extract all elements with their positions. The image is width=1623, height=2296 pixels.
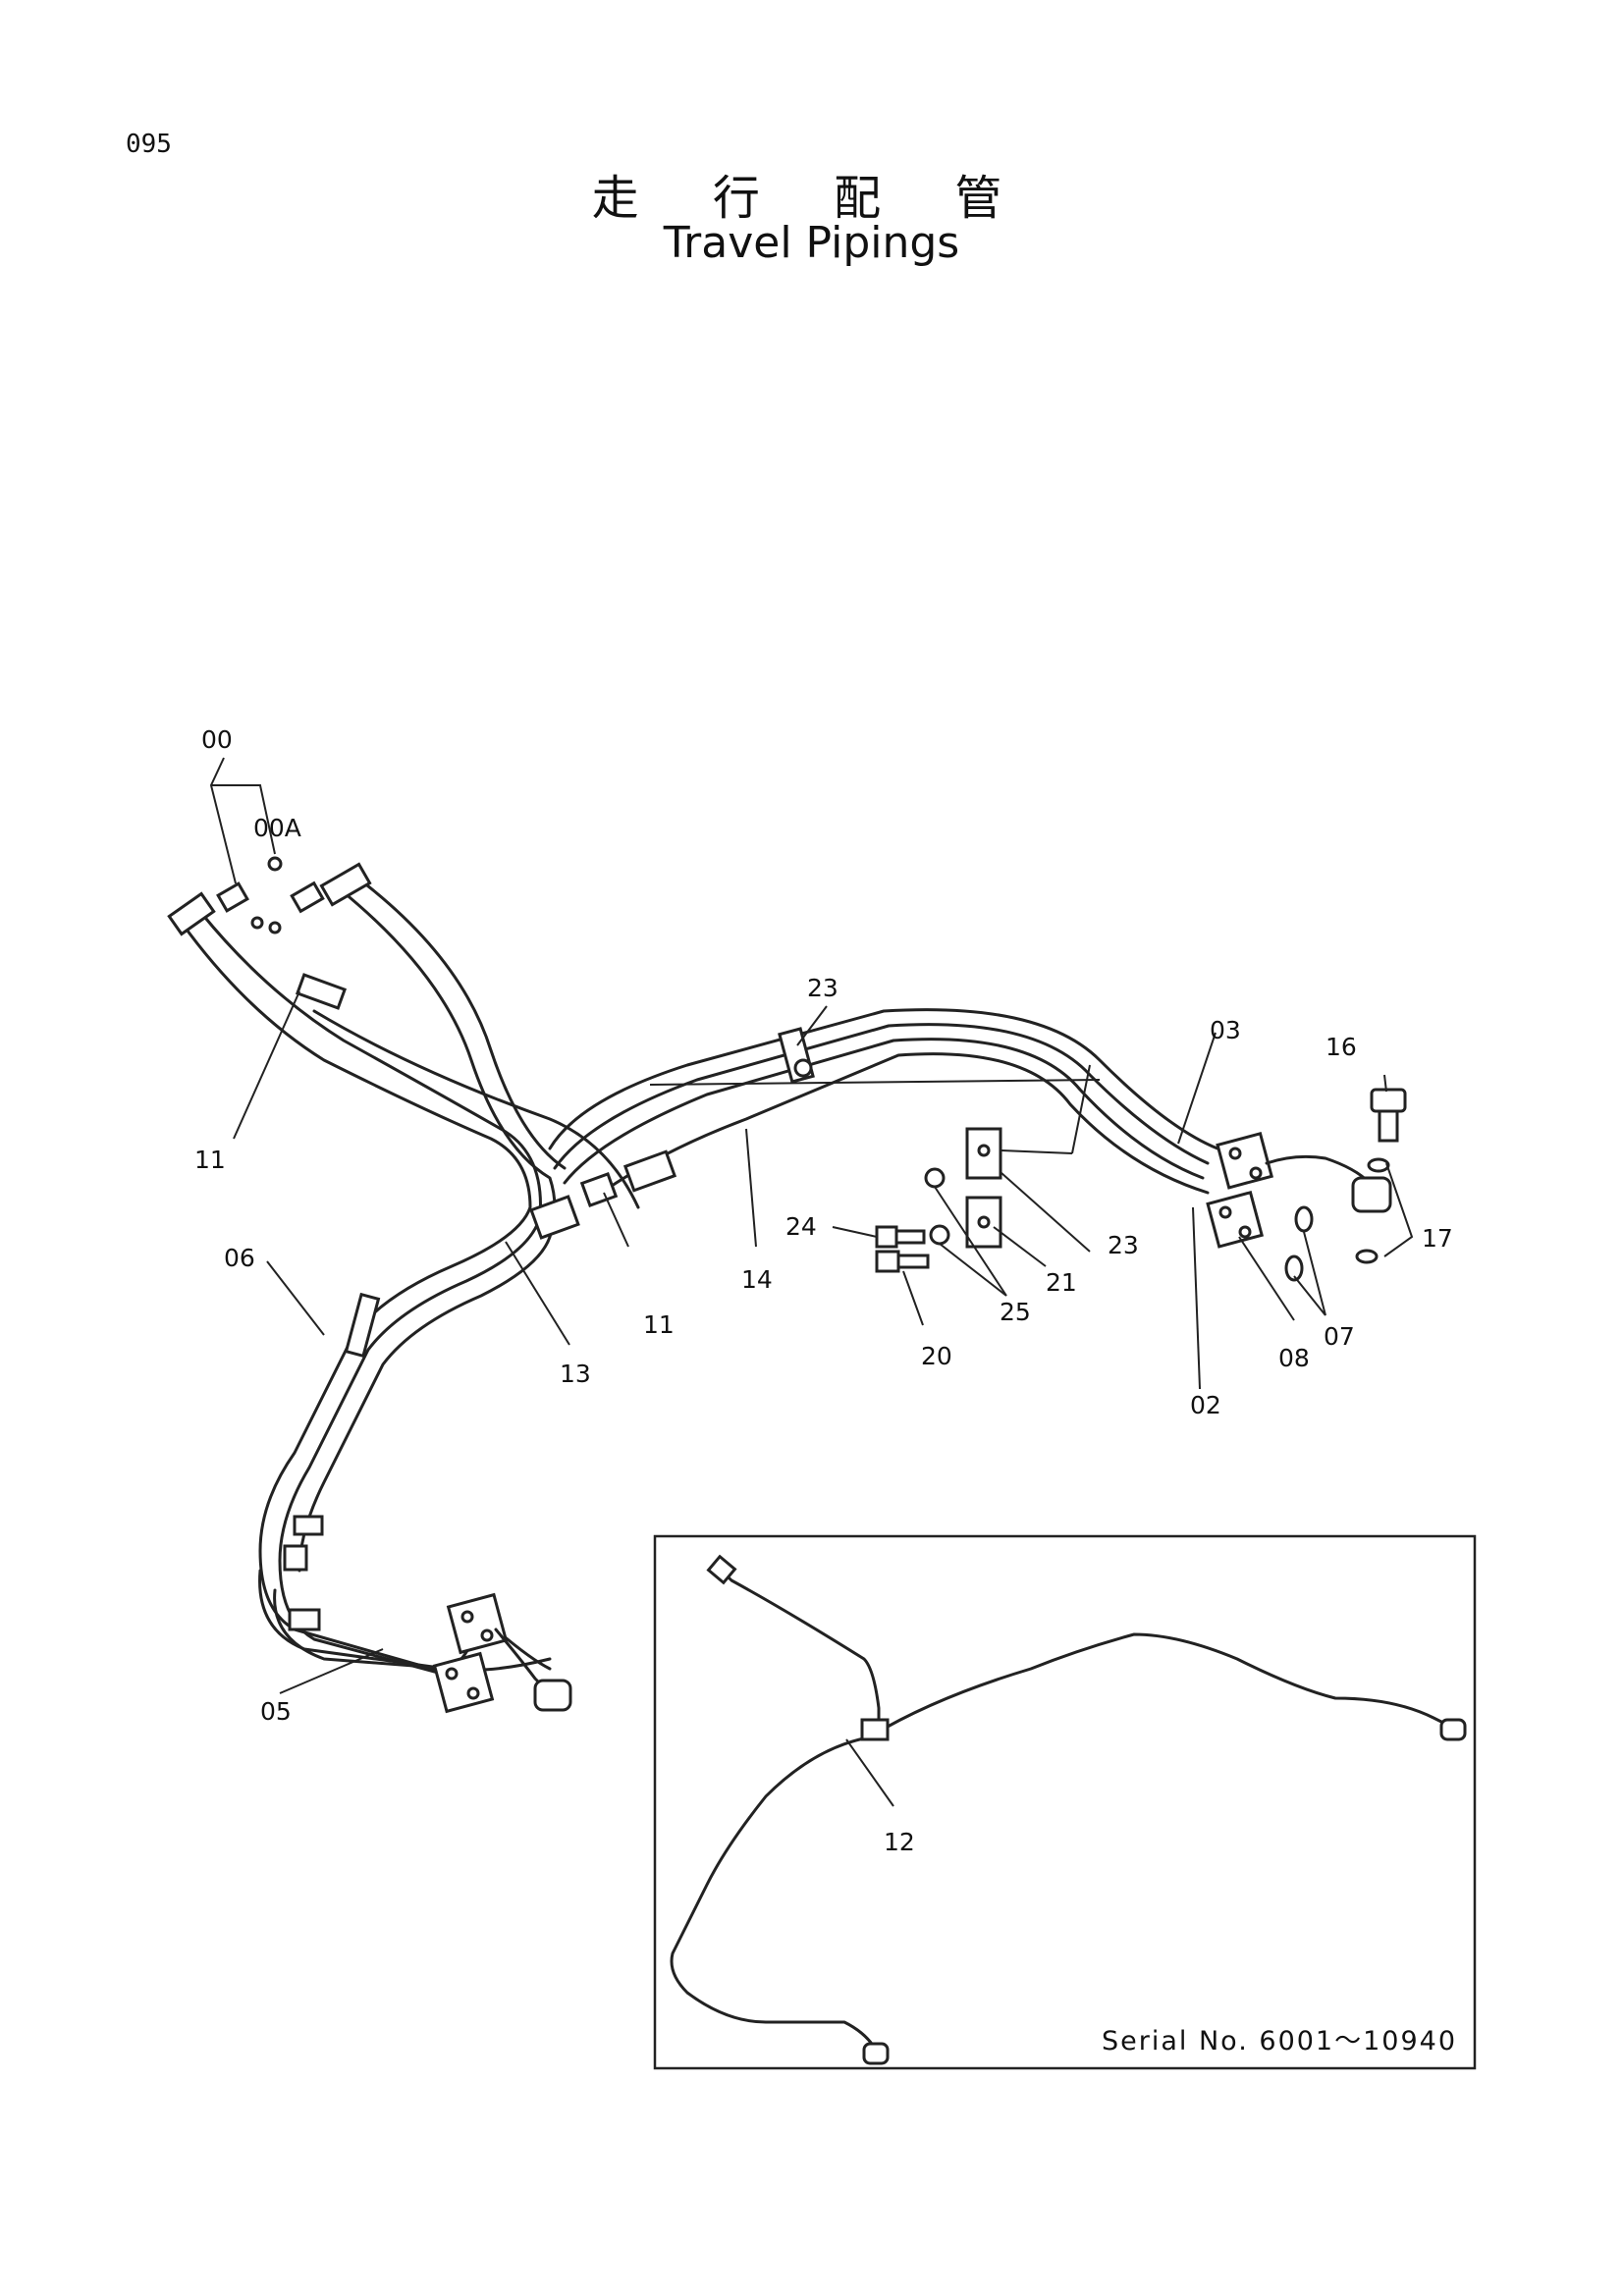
banjo-bolt-16-shank [1378,1109,1399,1143]
clamp-21-hole-bottom [977,1215,991,1229]
flange-upper-right [1216,1131,1274,1190]
bolt-20-head [875,1250,900,1273]
clamp-06 [344,1292,381,1359]
callout-03: 03 [1210,1016,1241,1044]
callout-05: 05 [260,1697,292,1726]
flange-bolt-2 [1249,1166,1263,1180]
callout-24: 24 [785,1212,817,1241]
nut-00-b [290,881,325,914]
flange-bottom-bolt-1 [460,1610,474,1624]
inset-pipe-long [670,1735,876,2049]
callout-00: 00 [201,725,233,754]
flange-bolt-1 [1228,1147,1242,1160]
flange-bolt-3 [1218,1205,1232,1219]
clamp-23-hole-top [977,1144,991,1157]
leader-lines [209,757,1414,1694]
oring-00a-3 [268,921,282,934]
page-number: 095 [126,130,172,159]
pipe-left-b [199,911,542,1563]
inset-pipe-branch [720,1569,881,1725]
callout-16: 16 [1325,1033,1357,1061]
callout-20: 20 [921,1342,952,1370]
fitting-11-lower-a [579,1172,619,1207]
bolt-24-shank [894,1229,926,1245]
flange-bottom-upper [446,1592,509,1655]
washer-25-a [924,1167,946,1189]
clamp-23-bolt [793,1058,813,1078]
callout-11-lower: 11 [643,1310,675,1339]
callout-21: 21 [1046,1268,1077,1297]
callout-00a: 00A [253,814,301,842]
flange-bottom-bolt-3 [445,1667,459,1681]
callout-17: 17 [1422,1224,1453,1253]
bolt-20-shank [896,1254,930,1269]
fitting-11-lower-b [622,1149,677,1193]
inset-end-bottom [862,2042,890,2065]
pipe-left-e [312,1009,640,1209]
banjo-fitting-right [1351,1176,1392,1213]
junction-block [529,1195,580,1240]
page-title-english: Travel Pipings [663,218,960,268]
inset-pipe-12: 12 Serial No. 6001〜10940 [653,1534,1477,2070]
pipe-left-d [356,877,567,1170]
callout-25: 25 [1000,1298,1031,1326]
pipe-upper-2 [553,1023,1210,1170]
pipe-bundle [180,877,1219,1676]
pipe-upper-3 [563,1038,1205,1185]
inset-junction [860,1718,890,1741]
inset-pipe-main [867,1632,1455,1739]
callout-23-upper: 23 [807,974,839,1002]
clamp-lower-3 [288,1608,321,1631]
callout-23-lower: 23 [1108,1231,1139,1259]
flange-lower-right [1206,1190,1265,1249]
clamp-lower-1 [293,1515,324,1536]
flange-bolt-4 [1238,1225,1252,1239]
callout-06: 06 [224,1244,255,1272]
oring-07-a [1294,1205,1314,1233]
washer-17-top [1367,1157,1390,1173]
callout-labels: 00 00A 11 23 03 16 17 24 23 21 25 20 14 … [194,725,1453,1726]
callout-14: 14 [741,1265,773,1294]
fitting-11-upper [295,973,348,1010]
inset-serial-number: Serial No. 6001〜10940 [1102,2026,1457,2056]
callout-02: 02 [1190,1391,1221,1419]
oring-00a-1 [267,856,283,872]
pipe-upper-1 [548,1008,1219,1150]
clamp-lower-2 [283,1544,308,1572]
fitting-00-right [319,862,372,907]
inset-frame [653,1534,1477,2070]
callout-13: 13 [560,1360,591,1388]
oring-00a-2 [250,916,264,930]
inset-end-right [1439,1718,1467,1741]
pipe-left-a [180,921,532,1553]
flange-bottom-bolt-2 [480,1629,494,1642]
callout-08: 08 [1278,1344,1310,1372]
banjo-fitting-bottom [533,1679,572,1712]
callout-07: 07 [1324,1322,1355,1351]
pipe-lower-4 [273,1588,552,1672]
pipe-lower-3 [258,1569,449,1671]
oring-07-b [1284,1255,1304,1282]
elbow-pipe-right [1265,1154,1372,1185]
inset-fitting-top [706,1554,737,1585]
parts [167,856,1407,1714]
callout-12: 12 [884,1828,915,1856]
bolt-24-head [875,1225,898,1249]
nut-00-a [216,881,249,913]
banjo-bolt-16-head [1370,1088,1407,1113]
page-title-japanese: 走 行 配 管 [591,171,1032,226]
washer-17-bottom [1355,1249,1379,1264]
callout-11-upper: 11 [194,1146,226,1174]
pipe-left-c [298,886,557,1573]
pipe-upper-4 [607,1052,1210,1195]
washer-25-b [929,1224,950,1246]
fitting-00-left [167,891,216,936]
flange-bottom-lower [432,1651,495,1714]
flange-bottom-bolt-4 [466,1686,480,1700]
